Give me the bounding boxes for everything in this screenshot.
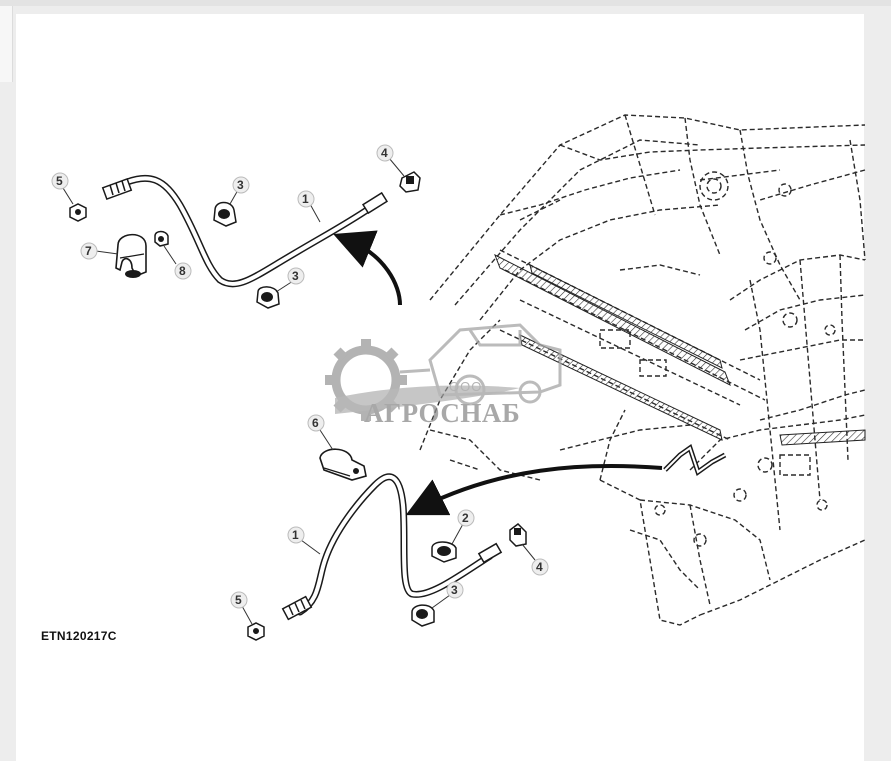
svg-text:3: 3 <box>292 269 299 283</box>
svg-text:7: 7 <box>85 244 92 258</box>
clip-icon <box>256 286 280 309</box>
nut-icon <box>247 622 265 641</box>
pipe-end-fitting-right <box>477 542 503 564</box>
svg-text:4: 4 <box>381 146 388 160</box>
callout-3-bottom: 3 <box>431 581 464 609</box>
svg-text:6: 6 <box>312 416 319 430</box>
pipe-end-fitting-right <box>361 191 389 215</box>
clip-icon <box>213 201 237 227</box>
pipe-end-fitting-left <box>101 177 133 201</box>
callout-3-top-a: 3 <box>229 176 250 205</box>
viewer-top-bar <box>0 0 891 6</box>
elbow-fitting-icon <box>399 171 421 193</box>
pipe-end-fitting-left <box>281 595 313 621</box>
watermark-line1: ООО <box>449 379 482 394</box>
clip-icon <box>411 604 435 627</box>
svg-text:3: 3 <box>451 583 458 597</box>
watermark-line2: АГРОСНАБ <box>364 398 520 428</box>
svg-text:4: 4 <box>536 560 543 574</box>
callout-5-bottom: 5 <box>230 591 253 625</box>
callout-1-bottom: 1 <box>287 526 321 555</box>
callout-4-bottom: 4 <box>521 543 549 576</box>
svg-text:5: 5 <box>56 174 63 188</box>
callout-8-top: 8 <box>163 245 192 280</box>
clip-icon <box>431 541 457 563</box>
upper-pipe-assembly <box>69 171 421 309</box>
callout-6-bottom: 6 <box>307 414 334 451</box>
svg-text:1: 1 <box>302 192 309 206</box>
viewer-side-tab[interactable] <box>0 6 13 82</box>
clamp-icon <box>115 233 147 278</box>
callout-1-top: 1 <box>297 190 321 223</box>
watermark-logo: ООО АГРОСНАБ <box>325 323 562 428</box>
svg-text:8: 8 <box>179 264 186 278</box>
small-clip-icon <box>154 230 169 247</box>
svg-text:1: 1 <box>292 528 299 542</box>
nut-icon <box>69 203 87 222</box>
svg-text:2: 2 <box>462 511 469 525</box>
frame-slot-hatching <box>494 253 866 446</box>
figure-id-label: ETN120217C <box>41 629 117 643</box>
elbow-fitting-icon <box>509 523 527 547</box>
svg-text:5: 5 <box>235 593 242 607</box>
callout-labels: 1 3 3 4 5 <box>51 144 549 625</box>
callout-4-top: 4 <box>376 144 405 177</box>
callout-2-bottom: 2 <box>451 509 475 545</box>
callout-5-top: 5 <box>51 172 74 205</box>
callout-3-top-b: 3 <box>275 267 305 293</box>
svg-text:3: 3 <box>237 178 244 192</box>
clamp-icon <box>319 448 367 481</box>
callout-7-top: 7 <box>80 242 119 260</box>
lower-pipe-assembly <box>247 444 727 641</box>
